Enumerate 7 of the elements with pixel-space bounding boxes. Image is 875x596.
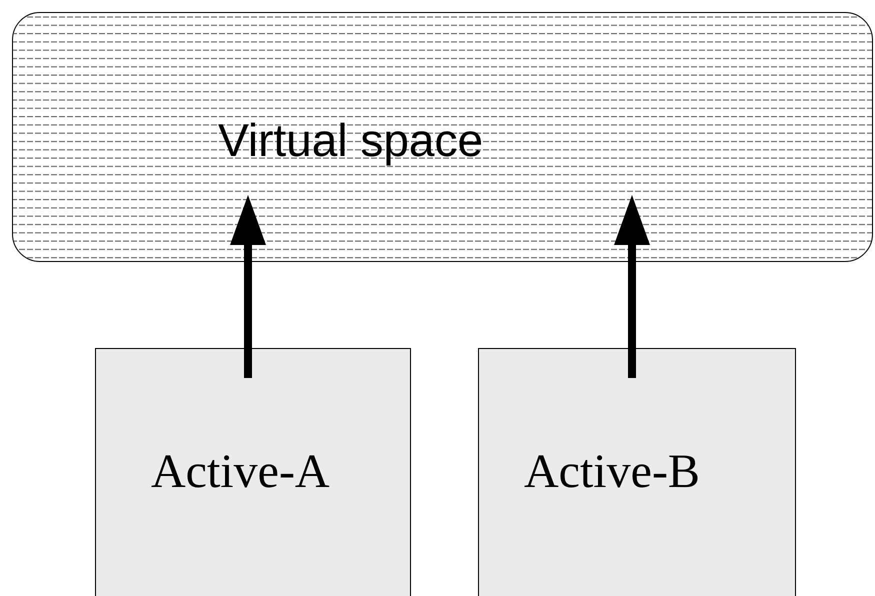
node-label: Active-B: [524, 444, 700, 499]
arrow: [614, 195, 650, 378]
virtual-space-panel: [12, 12, 873, 262]
active-box: [478, 348, 796, 596]
arrow: [230, 195, 266, 378]
node-label: Active-A: [151, 444, 330, 499]
active-box: [95, 348, 411, 596]
